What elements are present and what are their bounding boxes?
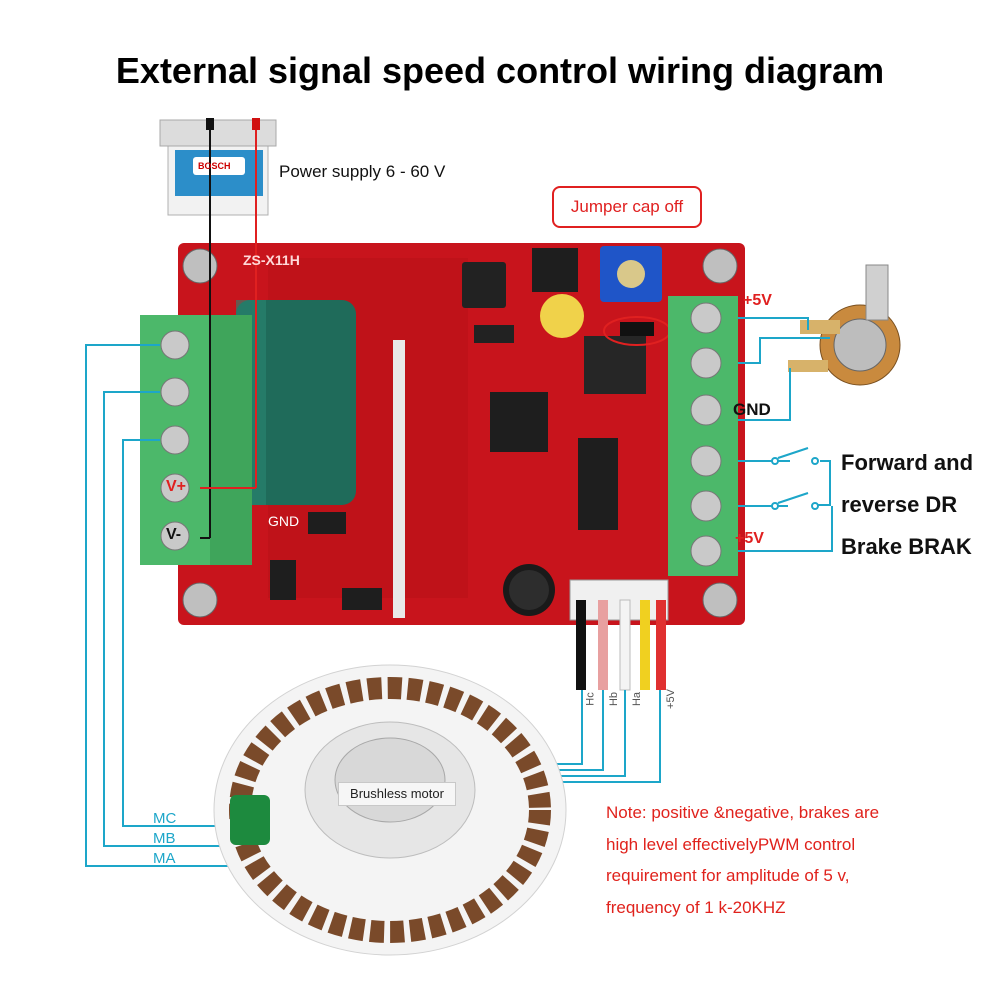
terminal-label-5v-bottom: +5V [735, 530, 764, 547]
note-line: Note: positive &negative, brakes are [606, 803, 880, 822]
motor-label: Brushless motor [338, 782, 456, 806]
function-label-line2: reverse DR [841, 492, 958, 517]
hall-connector [569, 579, 669, 691]
function-label-line3: Brake BRAK [841, 534, 972, 559]
phase-label-mc: MC [153, 810, 177, 827]
hall-label-5v: +5V [664, 689, 677, 709]
left-terminal-block [140, 315, 252, 565]
board-model-label: ZS-X11H [243, 252, 300, 268]
controller-board [178, 243, 745, 625]
power-wires [200, 130, 257, 539]
terminal-label-5v-top: +5V [743, 292, 772, 309]
hall-label-hc: Hc [584, 692, 597, 706]
hall-label-ha: Ha [631, 691, 644, 707]
note-line: requirement for amplitude of 5 v, [606, 866, 850, 885]
potentiometer-image [788, 264, 901, 386]
right-terminal-block [668, 296, 738, 576]
note-text: Note: positive &negative, brakes are hig… [606, 797, 879, 923]
board-gnd-label: GND [268, 513, 300, 529]
switch-symbols [771, 447, 819, 510]
terminal-label-v-minus: V- [166, 526, 182, 543]
jumper-cap-callout: Jumper cap off [552, 186, 702, 228]
power-supply-label: Power supply 6 - 60 V [279, 162, 446, 181]
terminal-label-gnd: GND [733, 400, 771, 419]
hall-label-hb: Hb [608, 691, 621, 707]
page-title: External signal speed control wiring dia… [115, 50, 885, 91]
signal-wires [738, 317, 833, 552]
terminal-label-v-plus: V+ [166, 478, 187, 495]
battery-brand-label: BOSCH [198, 161, 231, 171]
note-line: frequency of 1 k-20KHZ [606, 897, 786, 917]
function-label-line1: Forward and [841, 450, 974, 475]
note-line: high level effectivelyPWM control [606, 834, 856, 854]
phase-label-mb: MB [153, 830, 176, 847]
brushless-motor-image [213, 664, 567, 956]
phase-label-ma: MA [153, 850, 176, 867]
phase-wires [85, 344, 330, 867]
